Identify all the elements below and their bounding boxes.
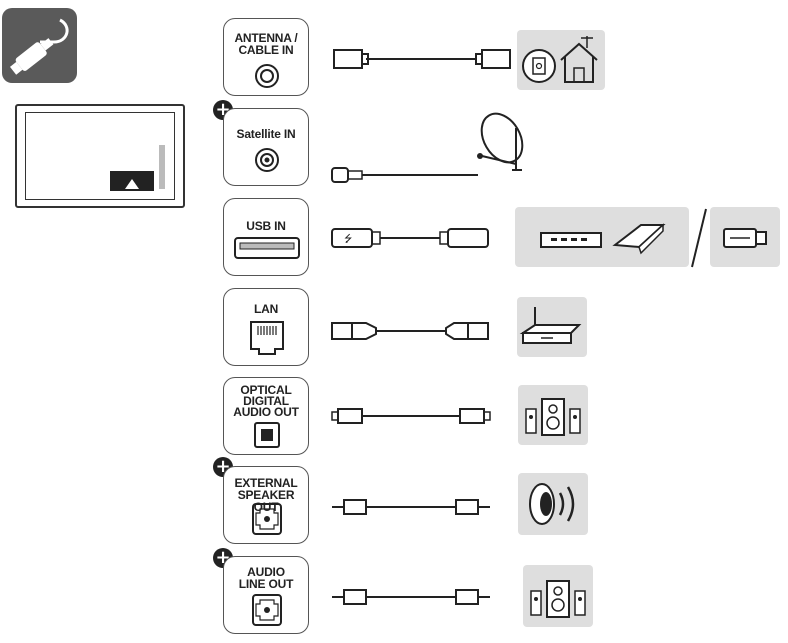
port-label-antenna: ANTENNA / CABLE IN	[234, 31, 298, 57]
svg-text:⭍: ⭍	[344, 233, 352, 245]
coax-cable-icon	[333, 49, 511, 69]
port-label-usb: USB IN	[246, 219, 286, 233]
lineout-cable-icon	[332, 589, 490, 605]
usb-hdd-icon	[515, 207, 689, 267]
usb-stick-icon	[710, 207, 780, 267]
satellite-cable-icon	[331, 167, 478, 183]
port-label-lan: LAN	[253, 302, 279, 316]
port-usb: USB IN	[223, 198, 309, 276]
speaker-cable-icon	[332, 499, 490, 515]
speaker-system-icon	[523, 565, 593, 627]
usb-cable-icon: ⭍	[331, 228, 489, 248]
port-lineout: AUDIO LINE OUT	[223, 556, 309, 634]
tv-rear-icon	[15, 104, 185, 208]
satellite-dish-icon	[477, 112, 524, 171]
port-label-lineout: AUDIO LINE OUT	[238, 565, 294, 591]
port-label-optical: OPTICAL DIGITAL AUDIO OUT	[233, 383, 299, 419]
port-speaker: EXTERNAL SPEAKER OUT	[223, 466, 309, 544]
port-label-satellite: Satellite IN	[236, 127, 296, 141]
optical-cable-icon	[331, 408, 491, 424]
coax-port-icon	[255, 64, 279, 88]
port-lan: LAN	[223, 288, 309, 366]
speaker-jack-icon	[252, 503, 282, 535]
usb-port-icon	[234, 237, 300, 259]
divider-slash	[691, 208, 707, 268]
ethernet-port-icon	[250, 321, 284, 355]
optical-port-icon	[254, 422, 280, 448]
antenna-house-icon	[517, 30, 605, 90]
speaker-system-icon	[518, 385, 588, 445]
router-icon	[517, 297, 587, 357]
lineout-jack-icon	[252, 594, 282, 626]
port-antenna: ANTENNA / CABLE IN	[223, 18, 309, 96]
lan-cable-icon	[331, 322, 489, 340]
satellite-port-icon	[255, 148, 279, 172]
port-satellite: Satellite IN	[223, 108, 309, 186]
speaker-sound-icon	[518, 473, 588, 535]
cable-plug-icon	[2, 8, 77, 83]
port-optical: OPTICAL DIGITAL AUDIO OUT	[223, 377, 309, 455]
